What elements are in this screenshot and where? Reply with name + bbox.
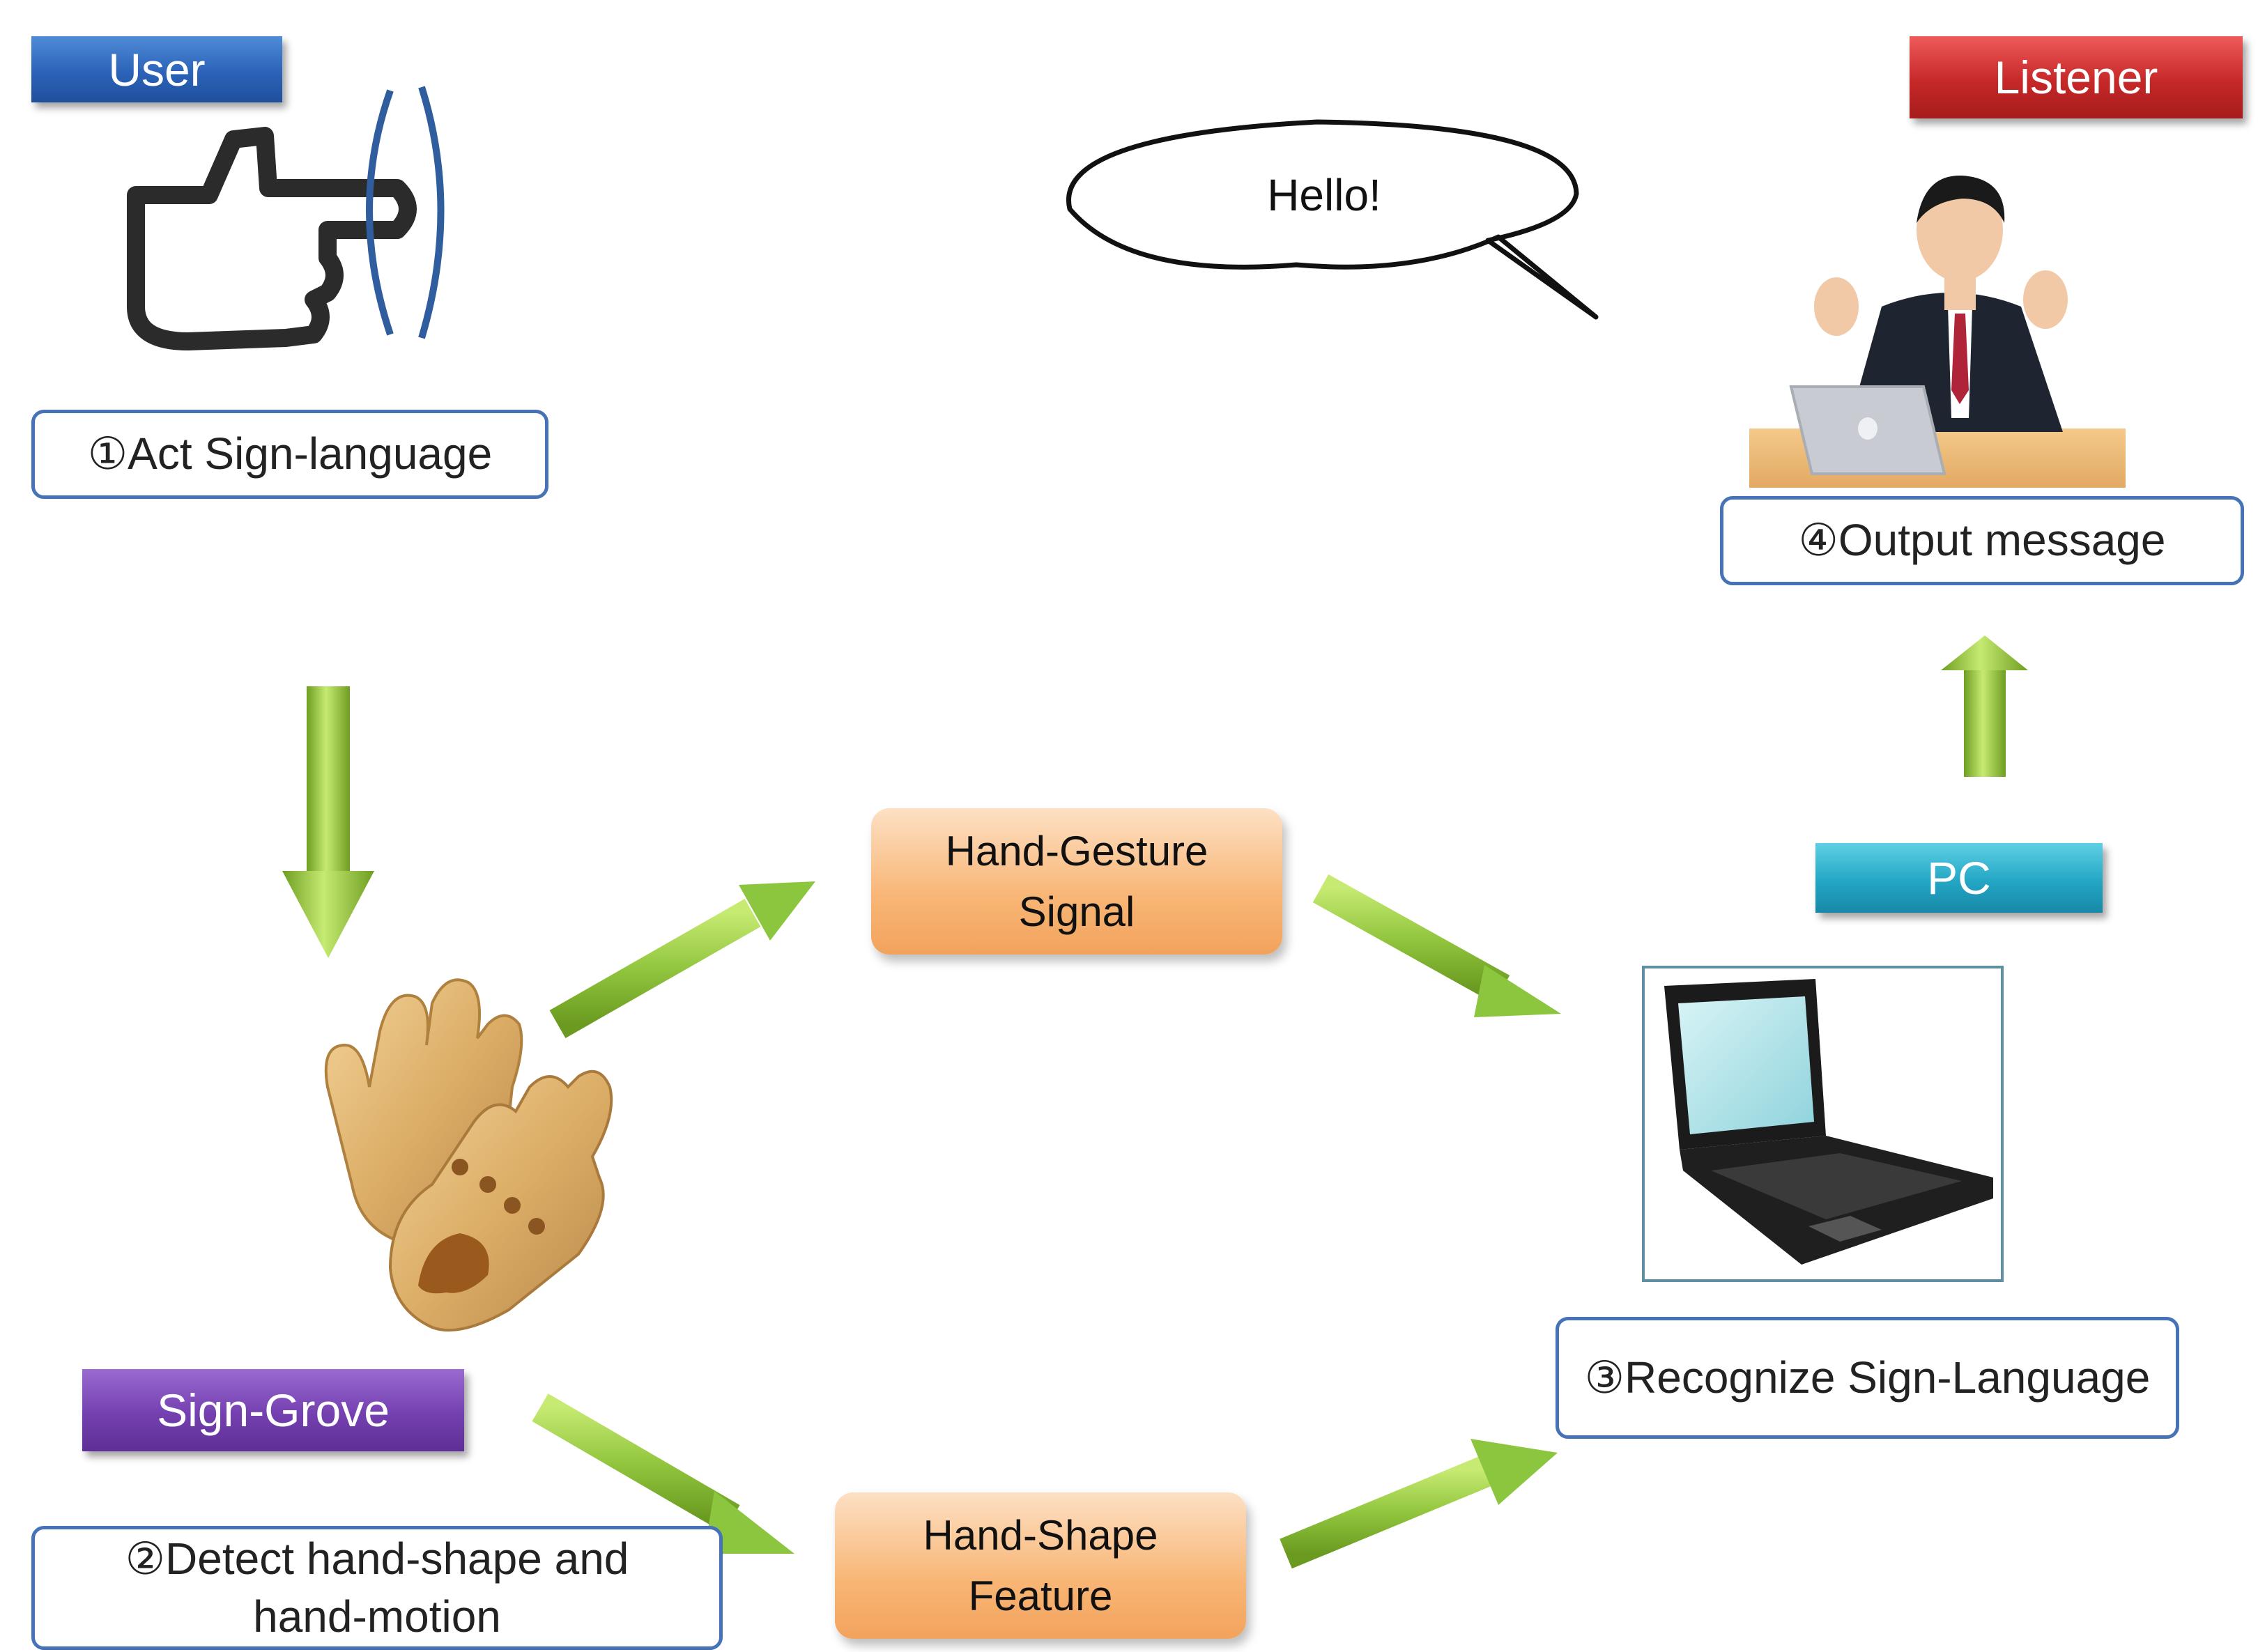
arrow-user-to-glove (282, 686, 374, 958)
process-gesture-line2: Signal (1018, 888, 1135, 935)
process-shape-line1: Hand-Shape (923, 1512, 1158, 1559)
listener-photo (1746, 160, 2126, 488)
step-detect-hand: ②Detect hand-shape and hand-motion (31, 1526, 723, 1650)
arrow-gesture-to-laptop (1312, 874, 1561, 1017)
arrow-glove-to-gesture (549, 881, 815, 1038)
arrow-pc-to-output (1941, 635, 2028, 777)
step-detect-line2: hand-motion (253, 1591, 501, 1642)
glove-icon (324, 978, 613, 1332)
arrow-shape-to-recognize (1280, 1439, 1558, 1569)
speech-text: Hello! (1267, 170, 1381, 220)
laptop-icon (1642, 966, 2004, 1282)
sign-grove-label: Sign-Grove (82, 1369, 464, 1451)
process-gesture-line1: Hand-Gesture (945, 828, 1208, 874)
step-recognize-sign-language: ③Recognize Sign-Language (1556, 1317, 2179, 1439)
arrow-grove-to-shape (532, 1394, 794, 1554)
user-label: User (31, 36, 282, 102)
process-shape-line2: Feature (968, 1573, 1113, 1619)
listener-label: Listener (1910, 36, 2243, 118)
step-detect-line1: ②Detect hand-shape and (125, 1533, 629, 1584)
step-act-sign-language: ①Act Sign-language (31, 410, 548, 499)
pointing-hand-icon (127, 86, 445, 350)
step-output-message: ④Output message (1720, 496, 2244, 585)
process-hand-gesture-signal: Hand-Gesture Signal (871, 808, 1282, 955)
speech-bubble (1066, 119, 1599, 320)
process-hand-shape-feature: Hand-Shape Feature (835, 1492, 1246, 1639)
pc-label: PC (1815, 843, 2103, 913)
